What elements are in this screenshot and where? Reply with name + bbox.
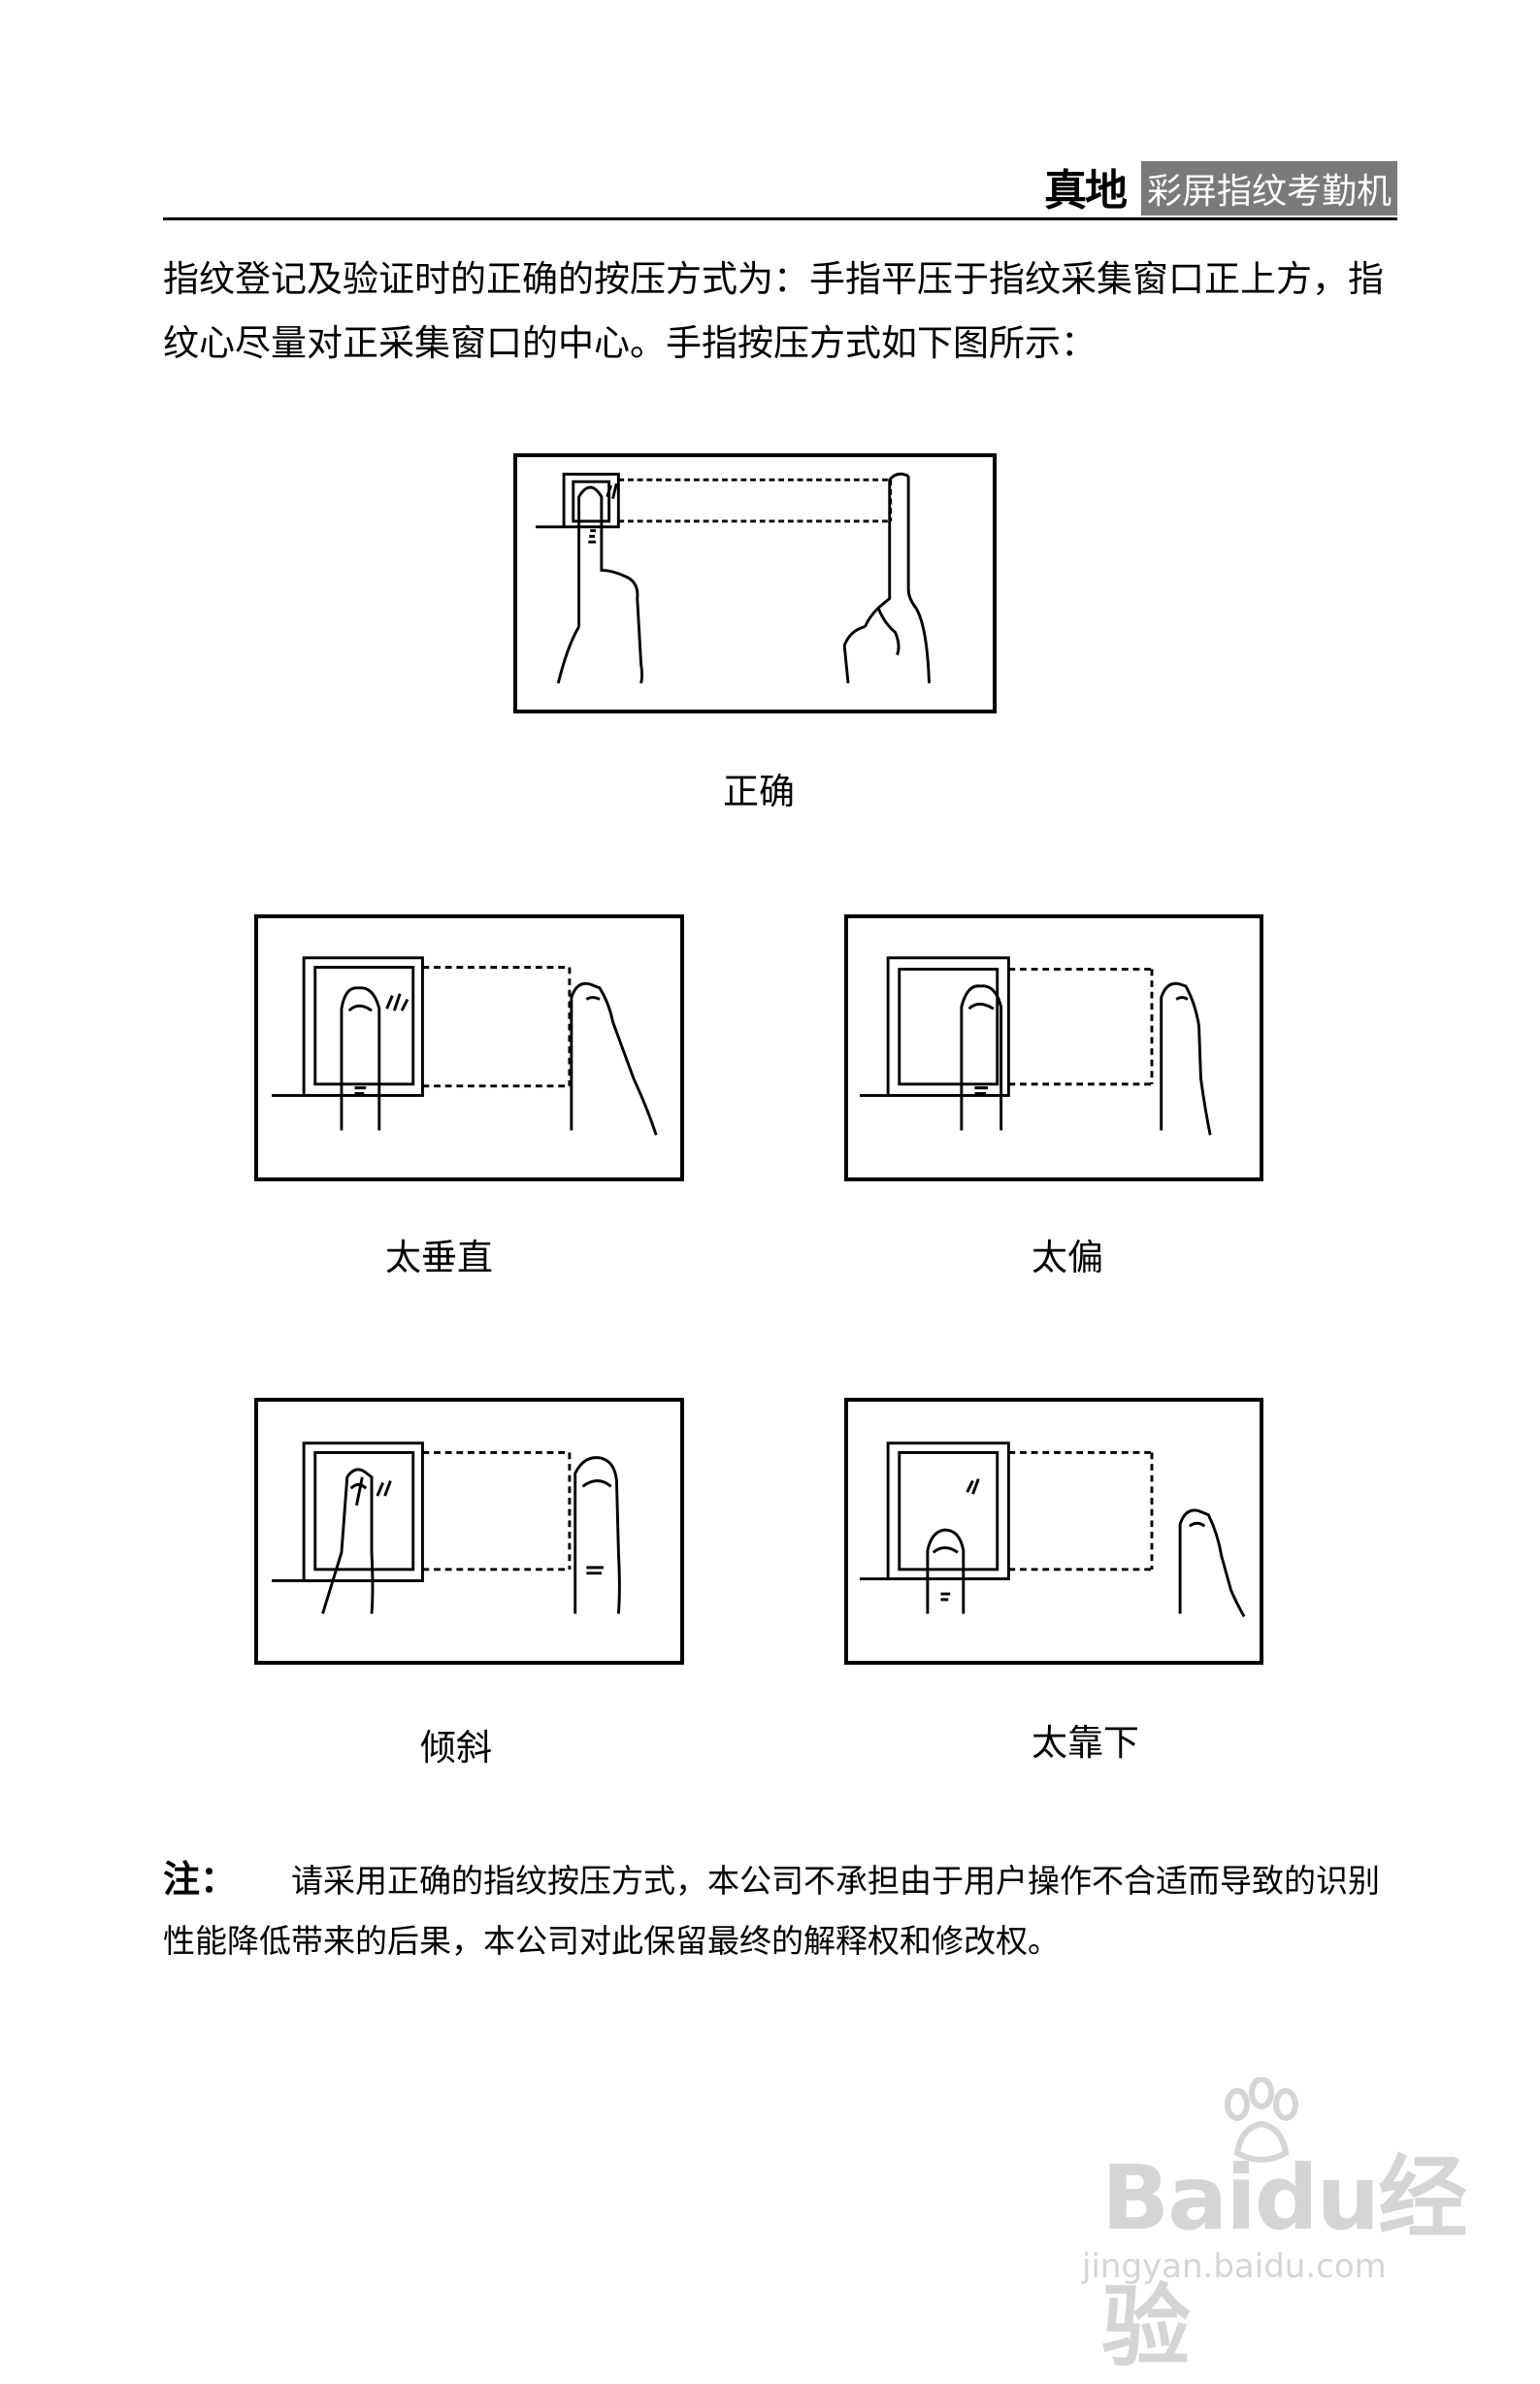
off-center-illustration	[859, 956, 1212, 1136]
header-title: 彩屏指纹考勤机	[1140, 161, 1397, 215]
figure-too-low	[844, 1398, 1263, 1665]
caption-off-center: 太偏	[1032, 1237, 1103, 1278]
note-label: 注：	[163, 1857, 238, 1901]
too-vertical-illustration	[272, 956, 658, 1136]
figure-correct	[513, 453, 997, 713]
figure-too-vertical	[254, 914, 684, 1181]
caption-too-low: 太靠下	[1032, 1722, 1139, 1764]
paw-logo-icon	[1225, 2077, 1298, 2163]
brand-logo: 真地	[1044, 166, 1128, 215]
figure-tilted	[254, 1398, 684, 1665]
watermark-url: jingyan.baidu.com	[1082, 2247, 1387, 2286]
note-paragraph: 注：请采用正确的指纹按压方式，本公司不承担由于用户操作不合适而导致的识别性能降低…	[163, 1849, 1397, 1971]
caption-too-vertical: 太垂直	[385, 1237, 493, 1278]
baidu-watermark: Baidu经验 jingyan.baidu.com	[1063, 2077, 1470, 2379]
tilted-illustration	[272, 1441, 621, 1614]
caption-tilted: 倾斜	[420, 1727, 492, 1769]
too-low-illustration	[859, 1441, 1246, 1618]
correct-press-illustration	[535, 472, 931, 684]
page-header: 真地 彩屏指纹考勤机	[163, 153, 1397, 220]
note-text: 请采用正确的指纹按压方式，本公司不承担由于用户操作不合适而导致的识别性能降低带来…	[163, 1862, 1381, 1960]
intro-paragraph: 指纹登记及验证时的正确的按压方式为：手指平压于指纹采集窗口正上方，指纹心尽量对正…	[163, 258, 1384, 364]
figure-off-center	[844, 914, 1263, 1181]
caption-correct: 正确	[723, 771, 795, 812]
